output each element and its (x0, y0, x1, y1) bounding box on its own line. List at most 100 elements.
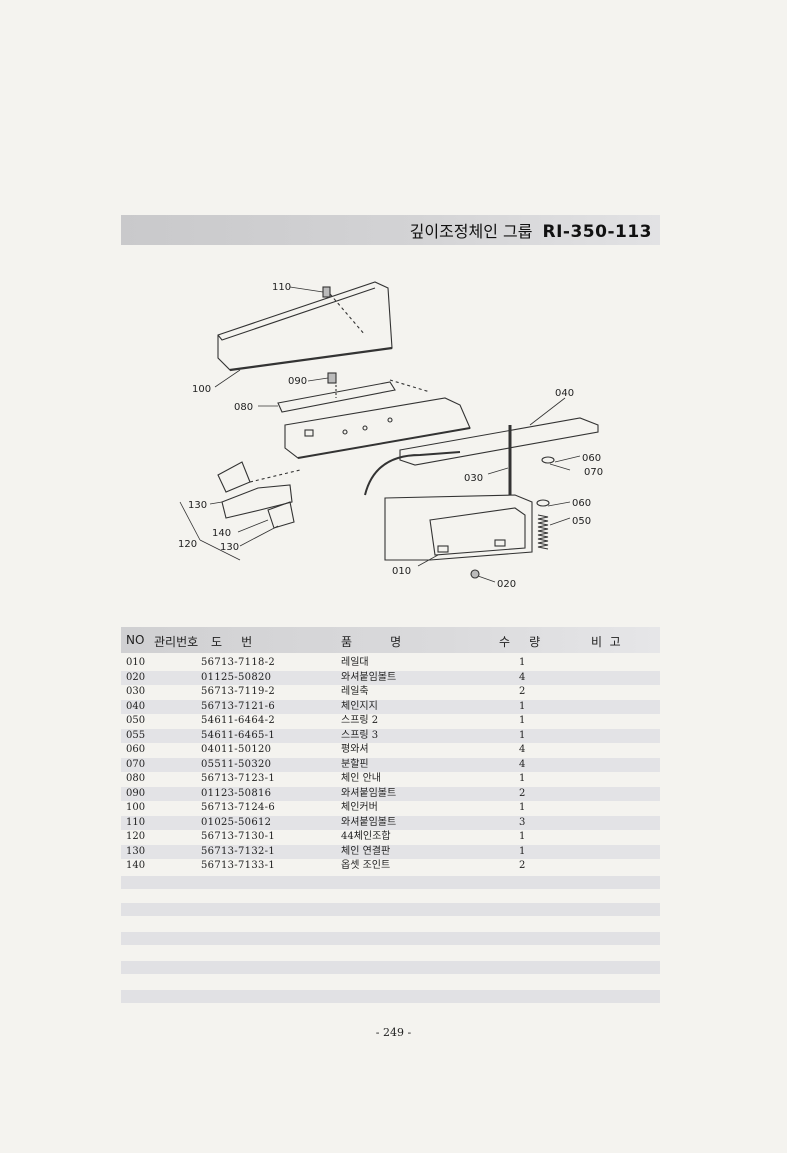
callout-030: 030 (464, 473, 483, 484)
table-row: 030 56713-7119-2 레일축 2 (121, 685, 660, 700)
empty-row-stripe (121, 961, 660, 974)
cell-qty: 1 (519, 845, 526, 857)
cell-no: 060 (126, 744, 146, 755)
cell-no: 010 (126, 657, 146, 668)
cell-qty: 1 (519, 657, 526, 668)
offset-joint-part (267, 501, 295, 529)
empty-row-stripe (121, 903, 660, 916)
cell-qty: 1 (519, 802, 526, 813)
header-no: NO (126, 633, 145, 647)
cell-qty: 1 (519, 831, 526, 842)
header-mgmt-number: 관리번호 (154, 635, 199, 649)
cell-name: 체인지지 (341, 700, 378, 712)
rail-base-part (384, 494, 533, 561)
rail-plate-part (284, 397, 471, 459)
cell-name: 44체인조합 (341, 831, 391, 842)
cell-name: 레일축 (341, 686, 369, 697)
cell-no: 130 (126, 845, 146, 857)
empty-row-stripe (121, 876, 660, 889)
cell-qty: 1 (519, 700, 526, 712)
table-row: 090 01123-50816 와셔붙임볼트 2 (121, 786, 660, 801)
callout-110: 110 (272, 282, 291, 293)
header-remarks: 비 고 (591, 635, 621, 649)
cell-name: 평와셔 (341, 744, 369, 755)
callout-010: 010 (392, 566, 411, 577)
cell-no: 030 (126, 686, 146, 697)
callout-020: 020 (497, 579, 516, 590)
page-title: 깊이조정체인 그룹 RI-350-113 (410, 218, 652, 242)
table-row: 055 54611-6465-1 스프링 3 1 (121, 728, 660, 743)
callout-130-upper: 130 (188, 500, 207, 511)
callout-140: 140 (212, 528, 231, 539)
cell-name: 스프링 2 (341, 715, 379, 726)
cell-drawing: 01025-50612 (201, 816, 272, 828)
cell-name: 스프링 3 (341, 729, 379, 741)
cell-name: 체인 안내 (341, 773, 381, 784)
cell-qty: 4 (519, 744, 526, 755)
callout-080: 080 (234, 402, 253, 413)
table-row: 110 01025-50612 와셔붙임볼트 3 (121, 815, 660, 830)
cell-name: 와셔붙임볼트 (341, 787, 397, 799)
cell-name: 분할핀 (341, 758, 369, 770)
empty-row-stripe (121, 932, 660, 945)
callout-060-lower: 060 (572, 498, 591, 509)
cell-name: 레일대 (341, 657, 369, 668)
callout-040: 040 (555, 388, 574, 399)
cell-drawing: 56713-7133-1 (201, 860, 275, 871)
cell-no: 140 (126, 860, 146, 871)
cell-drawing: 54611-6465-1 (201, 729, 275, 741)
cell-drawing: 56713-7130-1 (201, 831, 275, 842)
cell-drawing: 56713-7119-2 (201, 686, 275, 697)
bolt-020-part (470, 569, 480, 579)
cell-name: 와셔붙임볼트 (341, 816, 397, 828)
header-quantity: 수 량 (499, 635, 541, 649)
title-bar: 깊이조정체인 그룹 RI-350-113 (121, 215, 660, 245)
cell-qty: 3 (519, 816, 526, 828)
cell-no: 100 (126, 802, 146, 813)
cell-drawing: 04011-50120 (201, 744, 272, 755)
bolt-110-part (322, 286, 331, 298)
cell-no: 020 (126, 671, 146, 683)
cell-name: 와셔붙임볼트 (341, 671, 397, 683)
cell-drawing: 01123-50816 (201, 787, 272, 799)
cell-qty: 2 (519, 686, 526, 697)
cell-no: 055 (126, 729, 146, 741)
callout-060: 060 (582, 453, 601, 464)
cell-name: 체인커버 (341, 802, 378, 813)
cell-name: 옵셋 조인트 (341, 860, 391, 871)
cell-no: 110 (126, 816, 146, 828)
cell-no: 050 (126, 715, 146, 726)
page-number: - 249 - (375, 1026, 412, 1039)
cell-drawing: 56713-7123-1 (201, 773, 275, 784)
chain-assembly-part (221, 484, 293, 519)
callout-130-lower: 130 (220, 542, 239, 553)
callout-050: 050 (572, 516, 591, 527)
bolt-090-part (327, 372, 337, 384)
group-title: 깊이조정체인 그룹 (409, 222, 533, 241)
group-code: RI-350-113 (542, 222, 652, 242)
cell-no: 040 (126, 700, 146, 712)
cell-qty: 1 (519, 729, 526, 741)
spring-part (537, 514, 549, 550)
cell-qty: 4 (519, 758, 526, 770)
header-part-name: 품 명 (341, 635, 402, 649)
empty-row-stripe (121, 990, 660, 1003)
chain-support-part (399, 417, 599, 466)
cell-drawing: 01125-50820 (201, 671, 272, 683)
cell-drawing: 05511-50320 (201, 758, 272, 770)
cell-no: 080 (126, 773, 146, 784)
cell-drawing: 56713-7132-1 (201, 845, 275, 857)
header-drawing-number: 도 번 (211, 635, 253, 649)
table-row: 060 04011-50120 평와셔 4 (121, 743, 660, 758)
cell-no: 090 (126, 787, 146, 799)
cell-qty: 2 (519, 787, 526, 799)
